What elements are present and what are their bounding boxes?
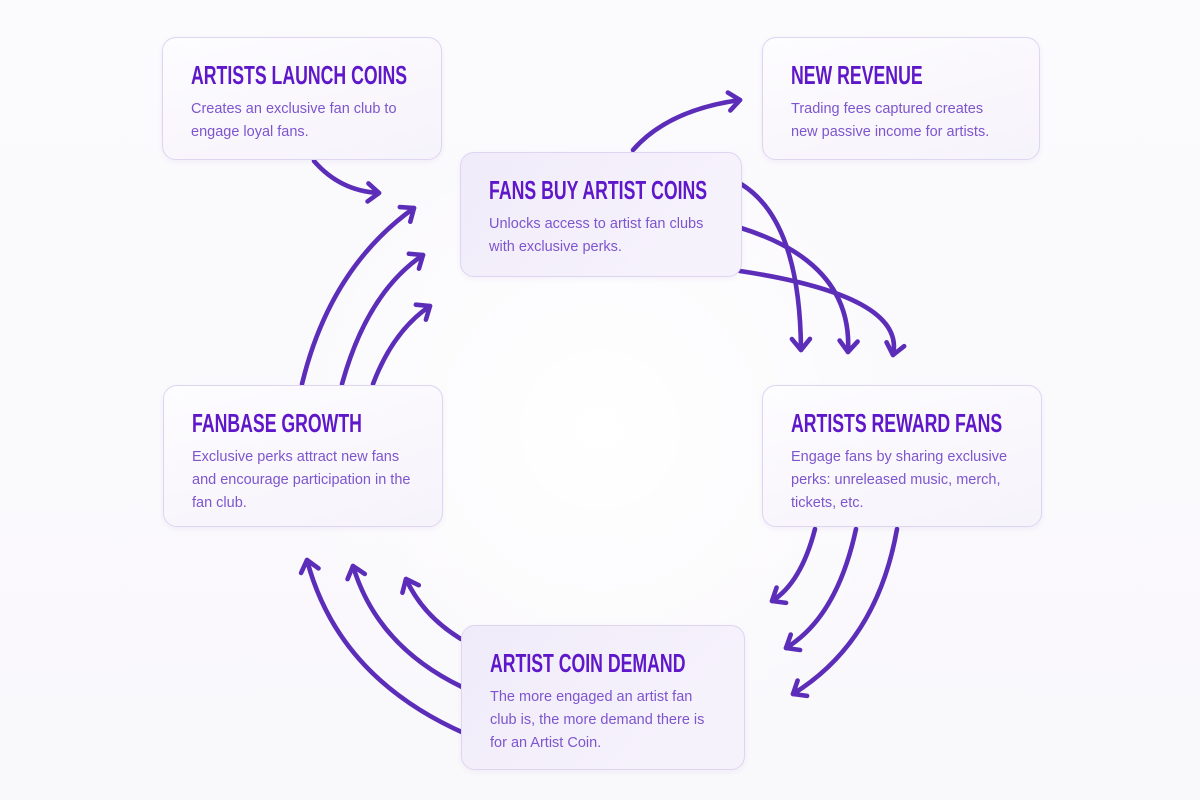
node-fanbase-growth: FANBASE GROWTH Exclusive perks attract n… [163,385,443,527]
node-title: ARTIST COIN DEMAND [490,648,686,678]
node-description: Unlocks access to artist fan clubs with … [489,215,704,256]
node-title: ARTISTS LAUNCH COINS [191,60,408,90]
arrow-demand-to-growth-2 [345,563,465,690]
arrow-reward-to-demand-3 [790,526,900,699]
arrow-demand-to-growth-1 [298,557,469,737]
arrow-reward-to-demand-2 [783,526,859,653]
arrow-buy-to-reward-3 [737,268,907,358]
arrow-buy-to-revenue [630,90,743,153]
node-new-revenue: NEW REVENUE Trading fees captured create… [762,37,1040,160]
node-title: FANS BUY ARTIST COINS [489,175,708,205]
arrow-demand-to-growth-3 [400,576,464,642]
node-description: Trading fees captured creates new passiv… [791,100,990,141]
arrow-buy-to-reward-2 [738,225,860,355]
arrow-reward-to-demand-1 [769,526,818,606]
arrow-buy-to-reward-1 [738,181,813,353]
node-artists-launch-coins: ARTISTS LAUNCH COINS Creates an exclusiv… [162,37,442,160]
node-title: NEW REVENUE [791,60,923,90]
node-artist-coin-demand: ARTIST COIN DEMAND The more engaged an a… [461,625,745,770]
node-description: The more engaged an artist fan club is, … [490,688,705,752]
arrow-growth-to-buy-2 [339,251,426,387]
node-description: Exclusive perks attract new fans and enc… [192,448,411,512]
node-description: Creates an exclusive fan club to engage … [191,100,397,141]
node-description: Engage fans by sharing exclusive perks: … [791,448,1008,512]
arrow-growth-to-buy-1 [299,204,417,387]
node-title: FANBASE GROWTH [192,408,362,438]
node-artists-reward-fans: ARTISTS REWARD FANS Engage fans by shari… [762,385,1042,527]
node-fans-buy-artist-coins: FANS BUY ARTIST COINS Unlocks access to … [460,152,742,277]
arrow-growth-to-buy-3 [370,302,433,387]
node-title: ARTISTS REWARD FANS [791,408,1003,438]
arrow-launch-to-buy [311,158,382,204]
